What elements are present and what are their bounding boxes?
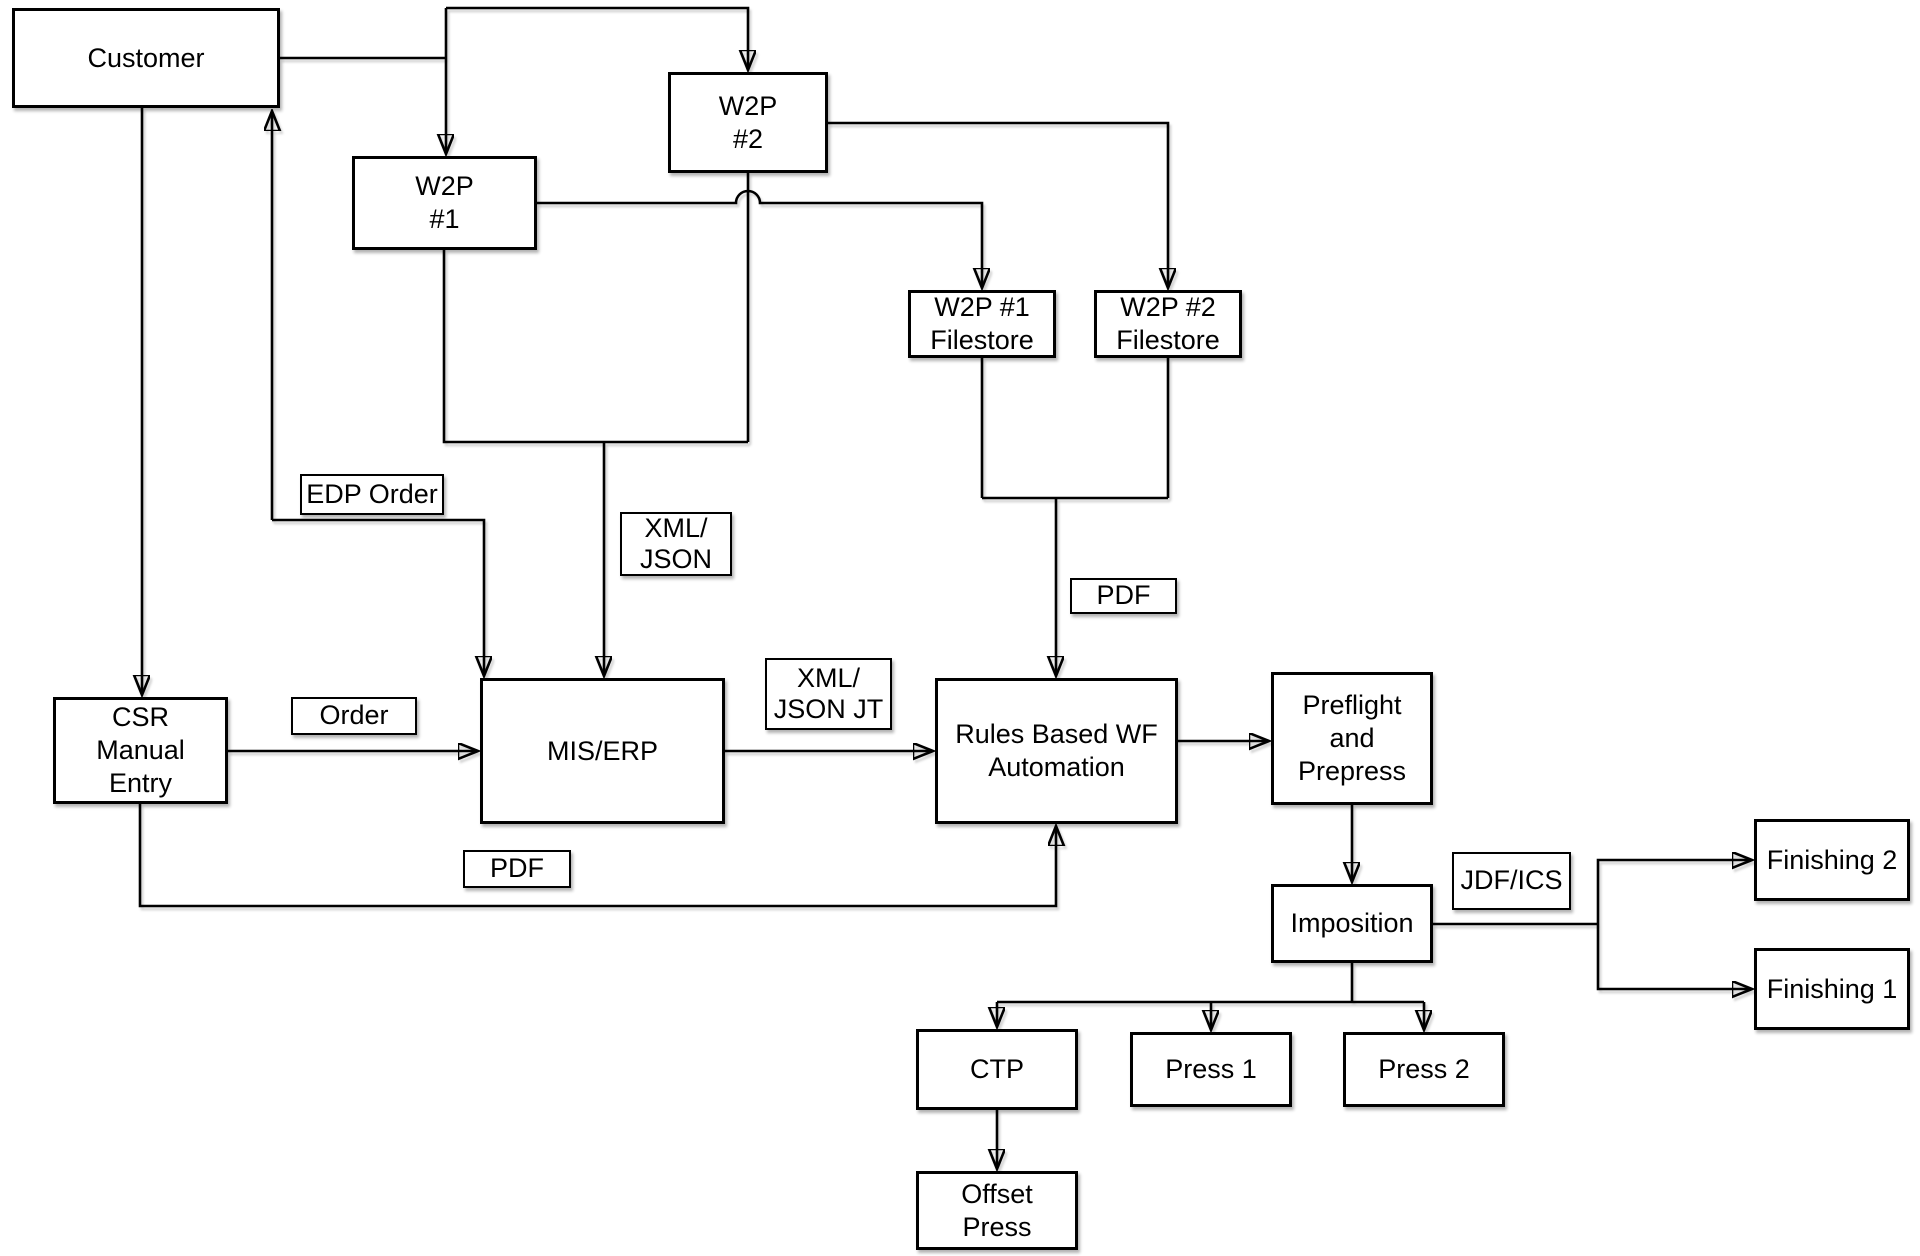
edge-label-pdf-upper: PDF	[1070, 578, 1177, 614]
node-offset-press: Offset Press	[916, 1171, 1078, 1250]
connector-fork-finishing2	[1596, 860, 1751, 924]
edge-label-xml-json-jt: XML/ JSON JT	[765, 658, 892, 730]
connector-w2p1-merge	[442, 250, 748, 444]
node-w2p2-filestore: W2P #2 Filestore	[1094, 290, 1242, 358]
node-finishing1: Finishing 1	[1754, 948, 1910, 1030]
node-csr: CSR Manual Entry	[53, 697, 228, 804]
edge-label-xml-json: XML/ JSON	[620, 512, 732, 576]
node-mis-erp: MIS/ERP	[480, 678, 725, 824]
connector-fork-finishing1	[1596, 924, 1751, 989]
connector-edp-down-mis	[272, 518, 484, 675]
connector-w2p1-filestore1	[537, 189, 982, 287]
edge-label-pdf-lower: PDF	[463, 850, 571, 888]
connector-toprail-w2p2	[446, 6, 748, 69]
edge-label-edp-order: EDP Order	[300, 474, 444, 515]
node-press1: Press 1	[1130, 1032, 1292, 1107]
node-rules-wf: Rules Based WF Automation	[935, 678, 1178, 824]
node-ctp: CTP	[916, 1029, 1078, 1110]
node-preflight: Preflight and Prepress	[1271, 672, 1433, 805]
edge-label-jdf-ics: JDF/ICS	[1452, 852, 1571, 910]
node-w2p1: W2P #1	[352, 156, 537, 250]
node-w2p1-filestore: W2P #1 Filestore	[908, 290, 1056, 358]
node-imposition: Imposition	[1271, 884, 1433, 963]
node-customer: Customer	[12, 8, 280, 108]
connector-w2p2-filestore2	[828, 121, 1168, 287]
node-finishing2: Finishing 2	[1754, 819, 1910, 901]
node-press2: Press 2	[1343, 1032, 1505, 1107]
node-w2p2: W2P #2	[668, 72, 828, 173]
edge-label-order: Order	[291, 697, 417, 735]
connector-pdf-return-rules	[138, 804, 1056, 908]
